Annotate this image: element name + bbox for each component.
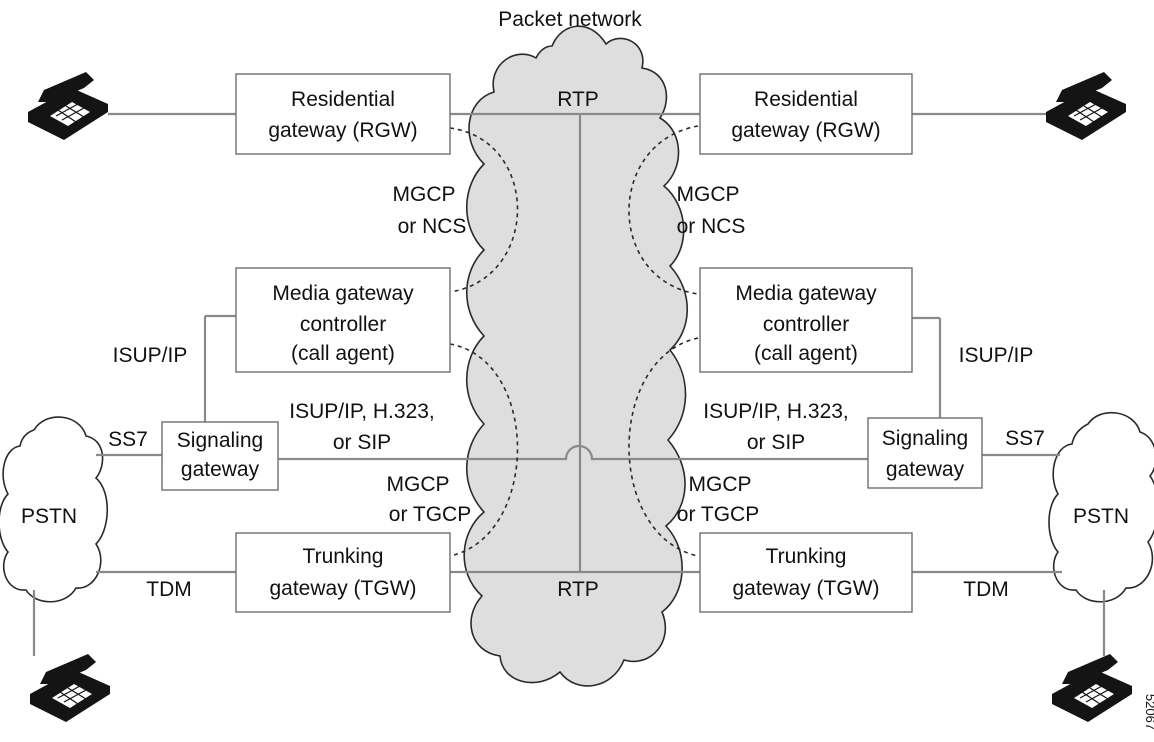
left-mgcp-ncs-label-2: or NCS (398, 215, 467, 238)
right-tgw-label-2: gateway (TGW) (732, 577, 879, 600)
left-trunking-gateway-box (235, 532, 451, 613)
right-mgcp-tgcp-label-1: MGCP (689, 473, 752, 496)
telephone-icon (30, 654, 110, 722)
left-isup-ip-label: ISUP/IP (113, 344, 188, 367)
right-mgcp-tgcp-label-2: or TGCP (677, 503, 759, 526)
left-residential-gateway-box (235, 73, 451, 155)
right-mgc-label-1: Media gateway (735, 282, 877, 305)
left-tgw-label-1: Trunking (303, 545, 384, 568)
signaling-gateway-link (278, 444, 868, 461)
right-signaling-gateway-box (867, 417, 983, 489)
telephone-icon (1046, 72, 1126, 140)
right-isup-ip-label: ISUP/IP (959, 344, 1034, 367)
right-sg-label-1: Signaling (882, 427, 968, 450)
right-mgcp-ncs-label-1: MGCP (677, 183, 740, 206)
right-tdm-label: TDM (963, 578, 1009, 601)
telephone-icon (1052, 654, 1132, 722)
telephone-icon (28, 72, 108, 140)
left-ss7-label: SS7 (108, 428, 148, 451)
left-isup-h323-label-1: ISUP/IP, H.323, (289, 400, 435, 423)
right-mgcp-ncs-label-2: or NCS (677, 215, 746, 238)
connection-lines (32, 112, 1106, 656)
mgcp-ncs-arc-right (628, 125, 699, 295)
right-mgc-label-2: controller (763, 313, 849, 336)
right-ss7-label: SS7 (1005, 427, 1045, 450)
mgcp-control-arcs (449, 125, 699, 557)
left-media-gateway-controller-box (235, 267, 451, 373)
left-mgcp-tgcp-label-2: or TGCP (389, 503, 471, 526)
right-pstn-label: PSTN (1073, 505, 1129, 528)
right-rgw-label-2: gateway (RGW) (731, 119, 880, 142)
figure-id-label: 52067 (1143, 694, 1154, 730)
left-tgw-label-2: gateway (TGW) (269, 577, 416, 600)
left-rgw-label-2: gateway (RGW) (268, 119, 417, 142)
rtp-bottom-label: RTP (557, 578, 599, 601)
right-isup-h323-label-1: ISUP/IP, H.323, (703, 400, 849, 423)
left-sg-label-1: Signaling (177, 429, 263, 452)
left-pstn-label: PSTN (21, 505, 77, 528)
mgcp-ncs-arc-left (449, 127, 519, 293)
right-isup-h323-label-2: or SIP (747, 431, 805, 454)
left-isup-h323-label-2: or SIP (333, 431, 391, 454)
mgcp-tgcp-arc-left (449, 343, 519, 557)
packet-network-label: Packet network (498, 8, 642, 31)
right-mgc-label-3: (call agent) (754, 342, 858, 365)
right-sg-label-2: gateway (886, 458, 965, 481)
left-mgcp-tgcp-label-1: MGCP (387, 473, 450, 496)
right-residential-gateway-box (699, 73, 913, 155)
left-tdm-label: TDM (146, 578, 192, 601)
left-rgw-label-1: Residential (291, 88, 395, 111)
rtp-top-label: RTP (557, 88, 599, 111)
mgcp-tgcp-arc-right (628, 337, 699, 557)
left-sg-label-2: gateway (181, 458, 260, 481)
right-tgw-label-1: Trunking (766, 545, 847, 568)
left-signaling-gateway-box (161, 421, 279, 491)
right-media-gateway-controller-box (699, 267, 913, 373)
right-trunking-gateway-box (699, 532, 913, 613)
pstn-cloud-icon (1048, 411, 1154, 603)
left-mgc-label-1: Media gateway (272, 282, 414, 305)
right-rgw-label-1: Residential (754, 88, 858, 111)
left-mgc-label-3: (call agent) (291, 342, 395, 365)
left-mgcp-ncs-label-1: MGCP (393, 183, 456, 206)
left-mgc-label-2: controller (300, 313, 386, 336)
